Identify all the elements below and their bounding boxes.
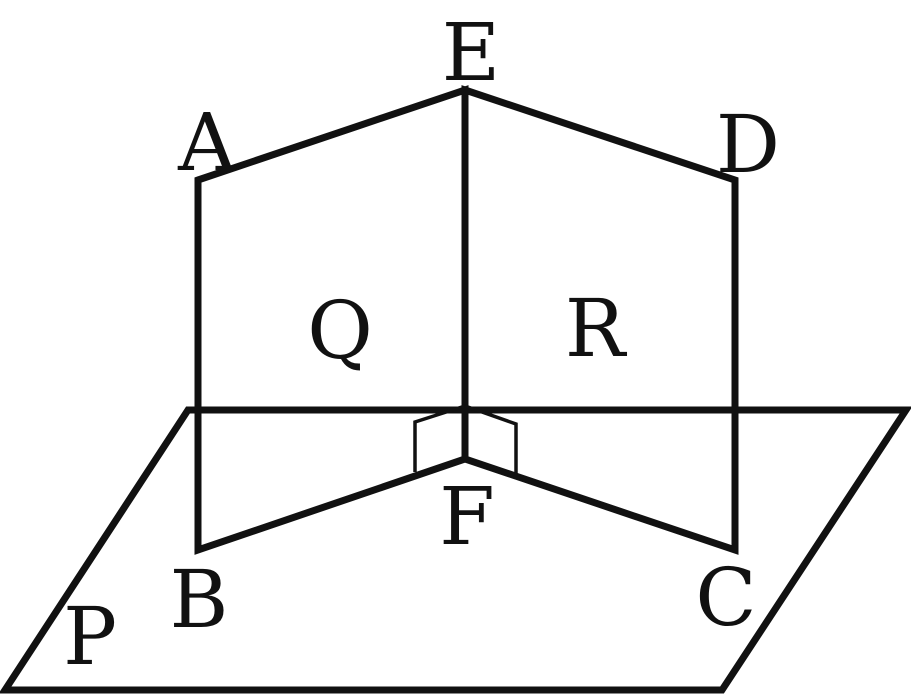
right-angle-marker-right [464, 404, 518, 475]
point-label-c: C [695, 551, 756, 644]
point-label-a: A [177, 96, 237, 189]
point-label-f: F [439, 470, 495, 563]
plane-label-q: Q [307, 284, 373, 377]
point-label-e: E [442, 6, 500, 99]
point-label-b: B [170, 553, 229, 646]
point-label-d: D [716, 98, 780, 191]
plane-p [0, 406, 911, 694]
plane-label-r: R [565, 282, 628, 375]
right-angle-marker-left [413, 404, 466, 472]
plane-label-p: P [63, 590, 117, 683]
